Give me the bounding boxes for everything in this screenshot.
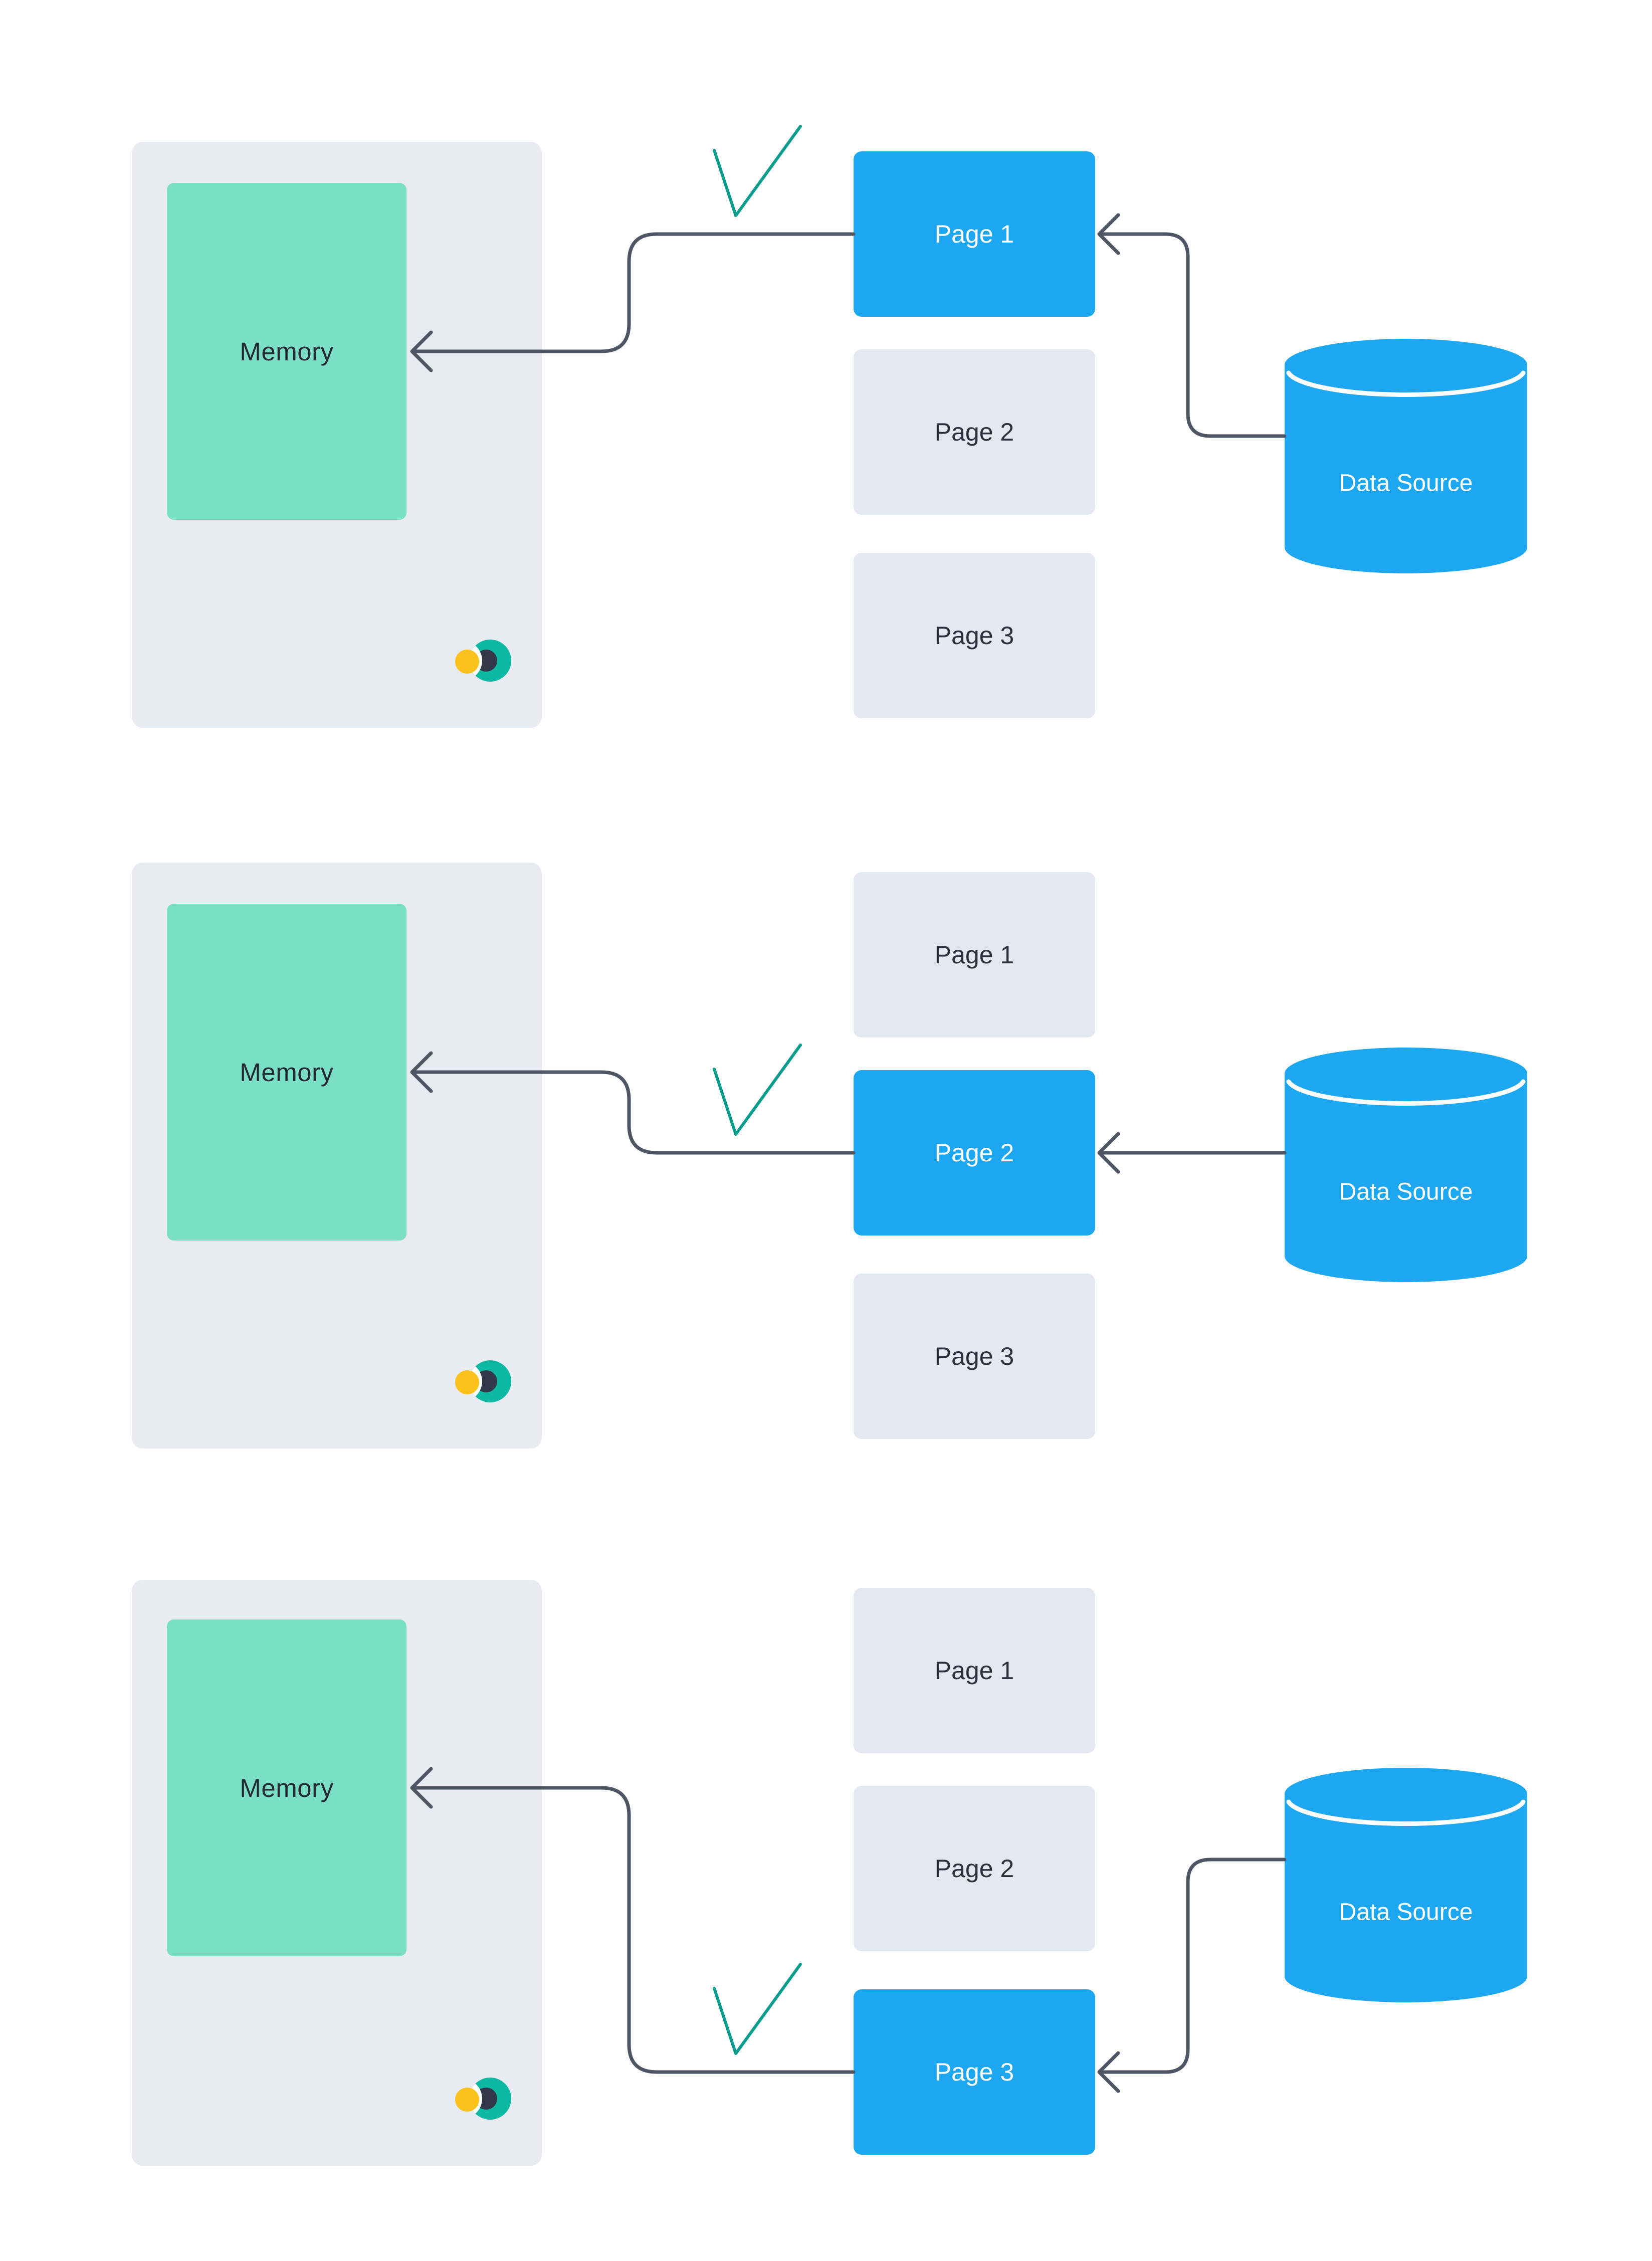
memory-box: Memory [167,904,406,1241]
page-label: Page 3 [934,2058,1014,2086]
database-cylinder-icon [1285,1768,1527,2002]
page-card: Page 1 [854,1588,1095,1753]
memory-box: Memory [167,1619,406,1956]
page-label: Page 3 [934,1342,1014,1370]
page-label: Page 2 [934,1139,1014,1167]
page-card: Page 1 [854,872,1095,1038]
page-card: Page 3 [854,1274,1095,1439]
page-label: Page 3 [934,622,1014,650]
page-card: Page 3 [854,553,1095,718]
eclipse-moon-logo-icon [455,2078,511,2120]
memory-label: Memory [240,1058,334,1087]
datasource-label: Data Source [1339,1178,1473,1205]
check-icon [713,125,802,217]
page-card: Page 1 [854,151,1095,317]
page-card: Page 3 [854,1989,1095,2155]
datasource-cylinder: Data Source [1285,339,1527,573]
page-label: Page 1 [934,220,1014,248]
page-card: Page 2 [854,1786,1095,1951]
chevron-left-arrowhead [1097,2051,1120,2093]
page-card: Page 2 [854,349,1095,515]
chevron-left-arrowhead [1097,213,1120,255]
page-label: Page 2 [934,418,1014,446]
chevron-left-arrowhead [1097,1132,1120,1174]
database-cylinder-icon [1285,339,1527,573]
datasource-label: Data Source [1339,470,1473,497]
datasource-cylinder: Data Source [1285,1768,1527,2002]
eclipse-moon-logo-icon [455,640,511,682]
memory-label: Memory [240,337,334,366]
arrow-datasource-to-page1 [1101,232,1287,438]
page-card: Page 2 [854,1070,1095,1236]
check-icon [713,1963,802,2055]
page-label: Page 2 [934,1855,1014,1883]
check-icon [713,1044,802,1136]
datasource-cylinder: Data Source [1285,1048,1527,1282]
memory-box: Memory [167,183,406,520]
arrow-datasource-to-page3 [1101,1858,1287,2074]
eclipse-moon-logo-icon [455,1360,511,1402]
memory-label: Memory [240,1773,334,1802]
page-label: Page 1 [934,941,1014,969]
datasource-label: Data Source [1339,1899,1473,1926]
page-label: Page 1 [934,1657,1014,1685]
database-cylinder-icon [1285,1048,1527,1282]
